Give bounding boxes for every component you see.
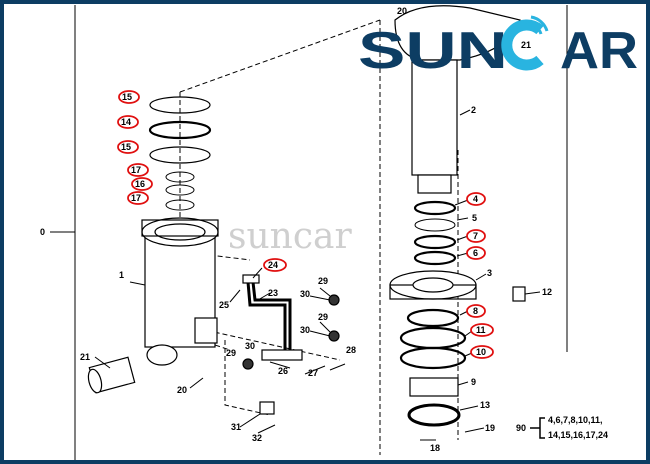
callout: 9	[471, 377, 476, 387]
callout: 5	[472, 213, 477, 223]
callout: 20	[397, 6, 407, 16]
callout: 6	[473, 248, 478, 258]
watermark: suncar	[228, 216, 352, 257]
callout: 18	[430, 443, 440, 453]
callout: 23	[268, 288, 278, 298]
callout: 0	[40, 227, 45, 237]
callout: 15	[121, 142, 131, 152]
callout: 15	[122, 92, 132, 102]
leader-lines	[94, 267, 346, 434]
callout: 30	[245, 341, 255, 351]
hose-21	[87, 356, 136, 394]
callout: 30	[300, 289, 310, 299]
callout: 3	[487, 268, 492, 278]
callout: 4	[473, 194, 478, 204]
svg-text:SUN: SUN	[358, 22, 508, 80]
callout-labels: 15 14 15 17 16 17 1 21 20 24 25 23 29 30…	[40, 6, 552, 453]
callout: 24	[268, 260, 278, 270]
callout: 11	[476, 325, 486, 335]
callout: 26	[278, 366, 288, 376]
kit-items-line2: 14,15,16,17,24	[548, 430, 608, 440]
seal-rings-left	[148, 96, 212, 211]
callout: 32	[252, 433, 262, 443]
callout: 21	[521, 40, 531, 50]
kit-label: 90	[516, 423, 526, 433]
callout: 20	[177, 385, 187, 395]
callout: 12	[542, 287, 552, 297]
callout: 14	[121, 117, 131, 127]
callout: 29	[318, 276, 328, 286]
callout: 13	[480, 400, 490, 410]
callout: 29	[318, 312, 328, 322]
assembly-line	[179, 19, 459, 455]
callout: 27	[308, 368, 318, 378]
callout: 25	[219, 300, 229, 310]
callout: 1	[119, 270, 124, 280]
kit-reference: 90 4,6,7,8,10,11, 14,15,16,17,24	[516, 415, 608, 440]
callout: 8	[473, 306, 478, 316]
callout: 19	[485, 423, 495, 433]
callout: 2	[471, 105, 476, 115]
callout: 31	[231, 422, 241, 432]
cylinder-body	[141, 217, 219, 366]
leader-lines	[420, 109, 541, 441]
callout: 17	[131, 165, 141, 175]
callout: 7	[473, 231, 478, 241]
callout: 17	[131, 193, 141, 203]
callout: 10	[476, 347, 486, 357]
svg-text:AR: AR	[560, 22, 638, 80]
callout: 21	[80, 352, 90, 362]
suncar-logo: SUN AR	[358, 15, 638, 80]
shaft-assembly	[389, 5, 526, 427]
callout: 30	[300, 325, 310, 335]
kit-items-line1: 4,6,7,8,10,11,	[548, 415, 603, 425]
callout: 28	[346, 345, 356, 355]
tube-assembly-23	[242, 274, 340, 415]
callout: 29	[226, 348, 236, 358]
callout: 16	[135, 179, 145, 189]
